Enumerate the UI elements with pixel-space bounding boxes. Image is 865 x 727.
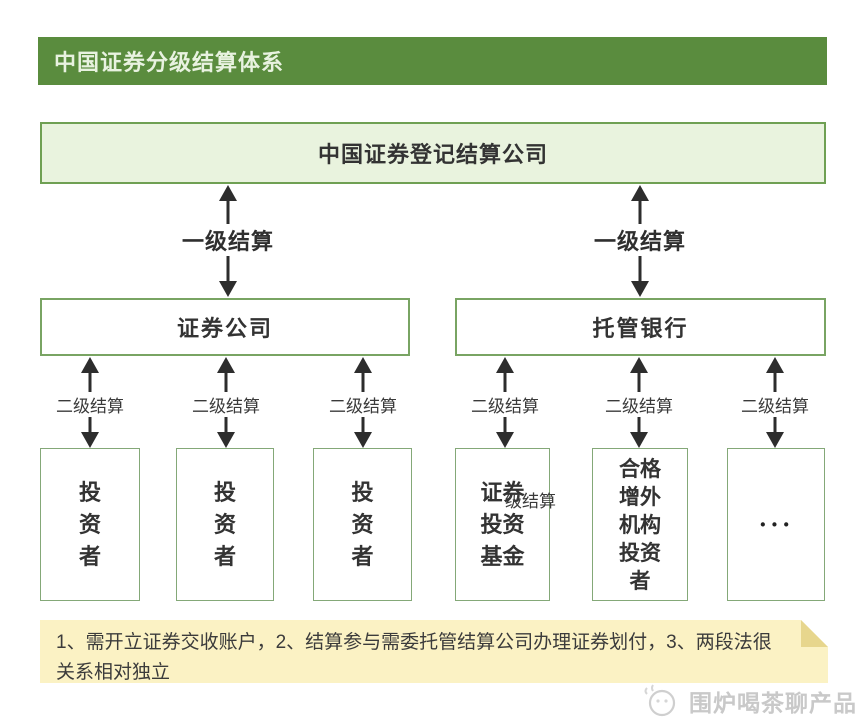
watermark: 围炉喝茶聊产品	[641, 684, 857, 718]
node-label: 证券公司	[176, 316, 273, 341]
level2-settlement-label: 二级结算	[469, 392, 541, 417]
footnote-text: 1、需开立证券交收账户，2、结算参与需委托管结算公司办理证券划付，3、两段法很关…	[56, 632, 772, 683]
node-investor-2: 投资者	[176, 448, 274, 601]
level2-settlement-label: 二级结算	[54, 392, 126, 417]
level2-settlement-label: 二级结算	[190, 392, 262, 417]
arrow-down-icon	[766, 432, 784, 448]
arrow-up-icon	[217, 357, 235, 373]
node-qualified-foreign-investor: 合格增外机构投资者	[592, 448, 688, 601]
arrow-up-icon	[766, 357, 784, 373]
node-csdc-label: 中国证券登记结算公司	[317, 142, 548, 167]
level2-settlement-label: 二级结算	[327, 392, 399, 417]
node-investor-1: 投资者	[40, 448, 140, 601]
node-others: ···	[727, 448, 825, 601]
watermark-text: 围炉喝茶聊产品	[689, 690, 857, 716]
level1-settlement-label: 一级结算	[590, 224, 690, 256]
node-securities-company: 证券公司	[40, 298, 410, 356]
arrow-down-icon	[81, 432, 99, 448]
node-label: 托管银行	[592, 316, 689, 341]
ellipsis-label: ···	[758, 509, 794, 539]
page-title: 中国证券分级结算体系	[54, 50, 285, 75]
stray-settlement-label: 级结算	[505, 492, 556, 511]
level2-settlement-label: 二级结算	[603, 392, 675, 417]
arrow-up-icon	[354, 357, 372, 373]
arrow-up-icon	[630, 357, 648, 373]
node-label: 投资者	[351, 479, 374, 569]
node-custodian-bank: 托管银行	[455, 298, 826, 356]
arrow-down-icon	[217, 432, 235, 448]
teacup-face-icon	[644, 684, 676, 717]
node-label: 证券投资基金	[480, 479, 525, 569]
level1-settlement-label: 一级结算	[178, 224, 278, 256]
node-csdc: 中国证券登记结算公司	[40, 122, 826, 184]
arrow-up-icon	[496, 357, 514, 373]
arrow-down-icon	[630, 432, 648, 448]
node-label: 投资者	[213, 479, 236, 569]
node-label: 投资者	[78, 479, 101, 569]
node-label: 合格增外机构投资者	[619, 456, 661, 593]
arrow-up-icon	[631, 185, 649, 201]
arrow-down-icon	[496, 432, 514, 448]
arrow-up-icon	[81, 357, 99, 373]
arrow-down-icon	[631, 281, 649, 297]
footnote-bar: 1、需开立证券交收账户，2、结算参与需委托管结算公司办理证券划付，3、两段法很关…	[40, 620, 828, 683]
page-title-bar: 中国证券分级结算体系	[38, 37, 827, 85]
arrow-up-icon	[219, 185, 237, 201]
level2-settlement-label: 二级结算	[739, 392, 811, 417]
arrow-down-icon	[354, 432, 372, 448]
node-securities-fund: 证券投资基金	[455, 448, 550, 601]
node-investor-3: 投资者	[313, 448, 412, 601]
arrow-down-icon	[219, 281, 237, 297]
